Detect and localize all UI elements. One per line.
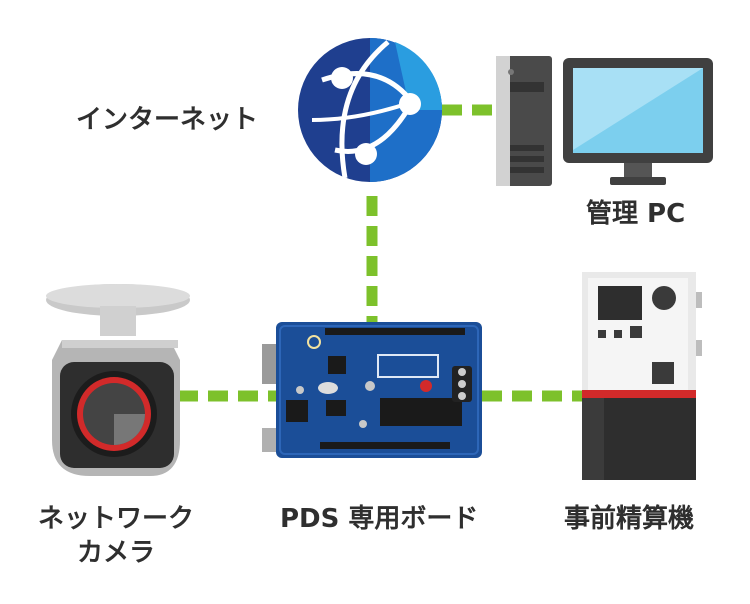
pds-board-icon (262, 322, 482, 458)
network-camera-icon (46, 284, 190, 476)
monitor-icon (563, 58, 713, 185)
connector-lines (178, 104, 584, 402)
prepayment-machine-icon (582, 272, 702, 480)
internet-label: インターネット (76, 105, 259, 135)
prepayment-machine-label: 事前精算機 (564, 504, 695, 534)
pc-tower-icon (496, 56, 552, 186)
network-camera-label: ネットワーク カメラ (26, 503, 206, 571)
management-pc-label: 管理 PC (586, 199, 686, 229)
network-camera-label-line1: ネットワーク (37, 504, 194, 534)
internet-globe-icon (298, 38, 443, 182)
pds-board-label: PDS 専用ボード (280, 504, 479, 534)
network-camera-label-line2: カメラ (76, 537, 155, 568)
